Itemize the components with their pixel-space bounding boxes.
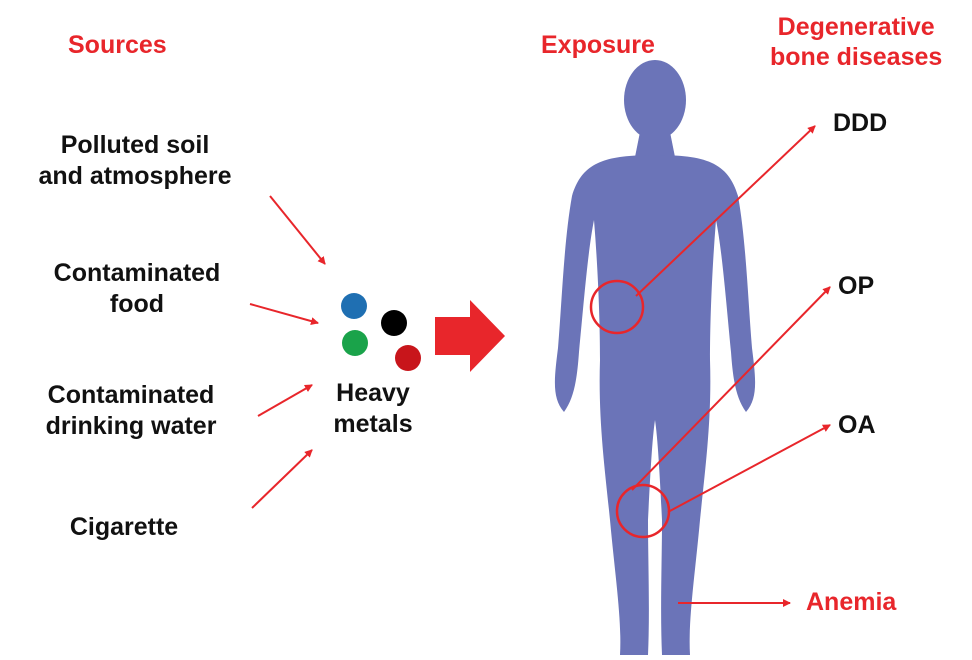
source-contaminated-water: Contaminated drinking water	[6, 380, 256, 441]
heavy-metal-dot-blue	[341, 293, 367, 319]
source-contaminated-food: Contaminated food	[12, 258, 262, 319]
heading-diseases-line1: Degenerative	[770, 12, 942, 42]
source-label-line1: Contaminated	[6, 380, 256, 411]
disease-anemia: Anemia	[806, 587, 896, 618]
source-label-line1: Cigarette	[14, 512, 234, 543]
heavy-metals-label: Heavy metals	[318, 378, 428, 439]
source-label-line1: Polluted soil	[0, 130, 270, 161]
heading-sources: Sources	[68, 30, 167, 61]
heavy-metal-dot-black	[381, 310, 407, 336]
heading-exposure: Exposure	[541, 30, 655, 61]
heavy-metals-line2: metals	[318, 409, 428, 440]
source-label-line2: food	[12, 289, 262, 320]
heading-degenerative-bone-diseases: Degenerative bone diseases	[770, 12, 942, 72]
exposure-arrow	[435, 300, 505, 372]
human-body-silhouette	[555, 60, 755, 655]
heavy-metal-dot-red	[395, 345, 421, 371]
source-label-line1: Contaminated	[12, 258, 262, 289]
heading-diseases-line2: bone diseases	[770, 42, 942, 72]
heavy-metals-line1: Heavy	[318, 378, 428, 409]
source-polluted-soil: Polluted soil and atmosphere	[0, 130, 270, 191]
source-cigarette: Cigarette	[14, 512, 234, 543]
arrow-cigarette	[252, 450, 312, 508]
arrow-contaminated-water	[258, 385, 312, 416]
source-label-line2: and atmosphere	[0, 161, 270, 192]
disease-ddd: DDD	[833, 108, 887, 139]
disease-oa: OA	[838, 410, 876, 441]
source-label-line2: drinking water	[6, 411, 256, 442]
heavy-metal-dot-green	[342, 330, 368, 356]
arrow-polluted-soil	[270, 196, 325, 264]
disease-op: OP	[838, 271, 874, 302]
